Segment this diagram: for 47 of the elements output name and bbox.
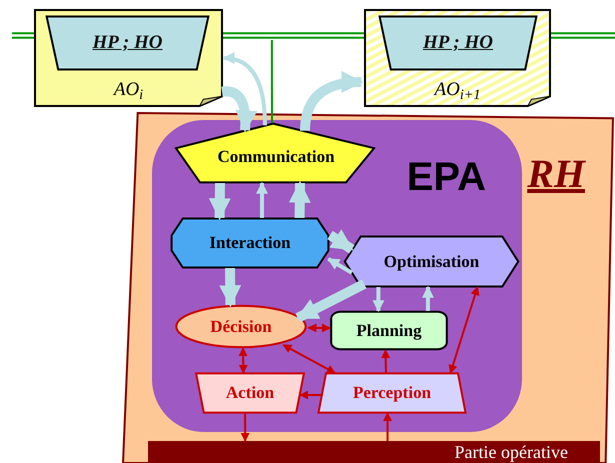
node-label: AO$_{i+1}$ [434,78,481,102]
node-label: Perception [352,382,432,404]
arrow [422,286,434,311]
arrow [295,279,367,322]
arrow [327,257,353,274]
arrow [448,286,480,374]
node-label: Décision [210,316,272,338]
arrow [288,180,311,218]
arrow [282,344,336,374]
robot-panel [123,113,613,463]
trapezoid-box [195,373,305,413]
arrow [299,390,322,400]
node-label: Planning [356,320,422,342]
arrow [381,349,390,374]
arrow [372,287,384,312]
agent-panel [152,120,522,432]
node-label: HP ; HO [422,31,493,55]
arrow [222,86,257,132]
process-box [330,311,448,350]
arrow [383,412,392,441]
pentagon-box [176,123,376,183]
arrow [327,229,355,254]
note-card [365,10,550,106]
arrow [208,182,231,220]
trapezoid-box [45,16,210,70]
node-label: Interaction [209,232,291,254]
octagon-box [170,218,330,268]
trapezoid-box [317,373,467,413]
node-label: EPA [406,154,486,201]
operative-bar [148,441,600,463]
arrow [240,413,250,442]
trapezoid-box [378,16,538,70]
ellipse-box [175,305,307,348]
node-label: Action [226,382,274,404]
arrow [307,323,331,333]
note-card [35,10,222,106]
node-label: Partie opérative [454,440,568,463]
arrow [256,182,268,218]
node-label: Optimisation [384,250,480,272]
arrow [222,52,267,126]
node-label: RH [527,150,585,198]
arrow [219,268,242,308]
node-label: AO$_{i}$ [114,78,144,102]
arrow [238,347,248,374]
node-label: HP ; HO [92,31,162,55]
node-label: Communication [217,146,335,168]
hexagon-box [343,236,520,287]
